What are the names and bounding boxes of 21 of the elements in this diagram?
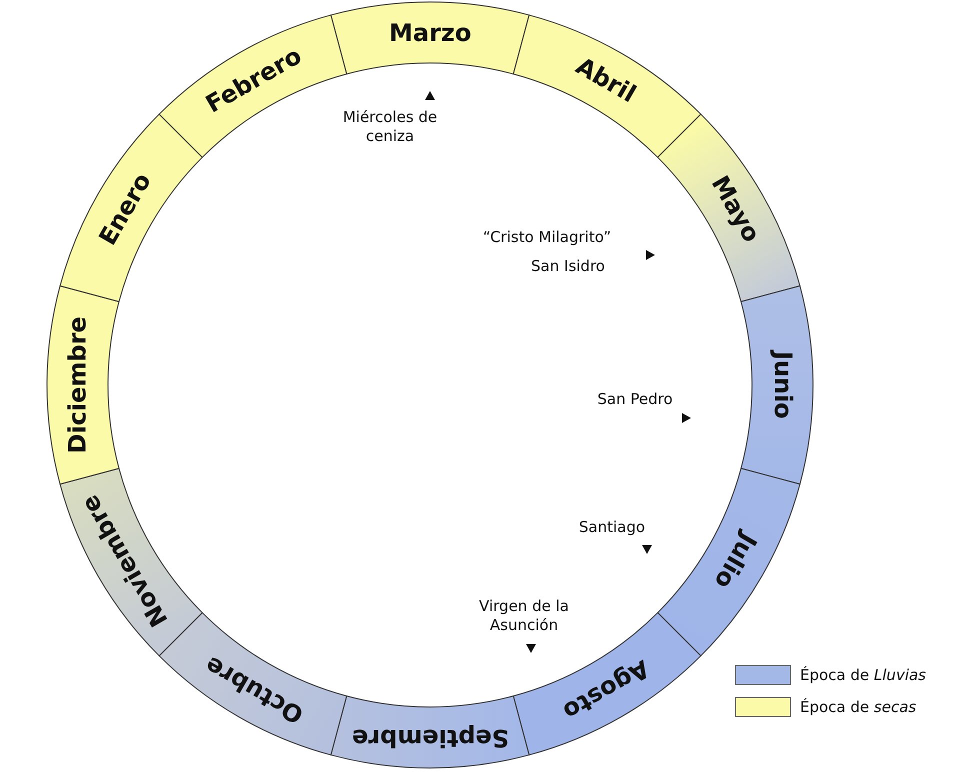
- month-label: Septiembre: [352, 724, 509, 752]
- month-label: Marzo: [389, 18, 472, 46]
- feast-label: Santiago: [578, 518, 646, 537]
- month-segment: [47, 285, 120, 485]
- month-segment: [60, 468, 203, 656]
- legend-label: Época de Lluvias: [800, 666, 926, 684]
- month-label: Junio: [768, 351, 796, 419]
- month-segment: [657, 468, 800, 656]
- month-label: Diciembre: [64, 316, 92, 454]
- feast-label: “Cristo Milagrito”: [482, 228, 612, 247]
- month-segment: [330, 696, 530, 768]
- feast-label: Virgen de la Asunción: [478, 597, 570, 635]
- month-segment: [60, 114, 203, 302]
- legend-label: Época de secas: [800, 698, 916, 716]
- month-segment: [330, 2, 530, 74]
- feast-label: San Isidro: [530, 257, 606, 276]
- month-segment: [740, 285, 813, 485]
- month-segment: [657, 114, 800, 302]
- month-segment: [512, 14, 702, 158]
- feast-label: Miércoles de ceniza: [342, 108, 438, 146]
- feast-label: San Pedro: [596, 390, 674, 409]
